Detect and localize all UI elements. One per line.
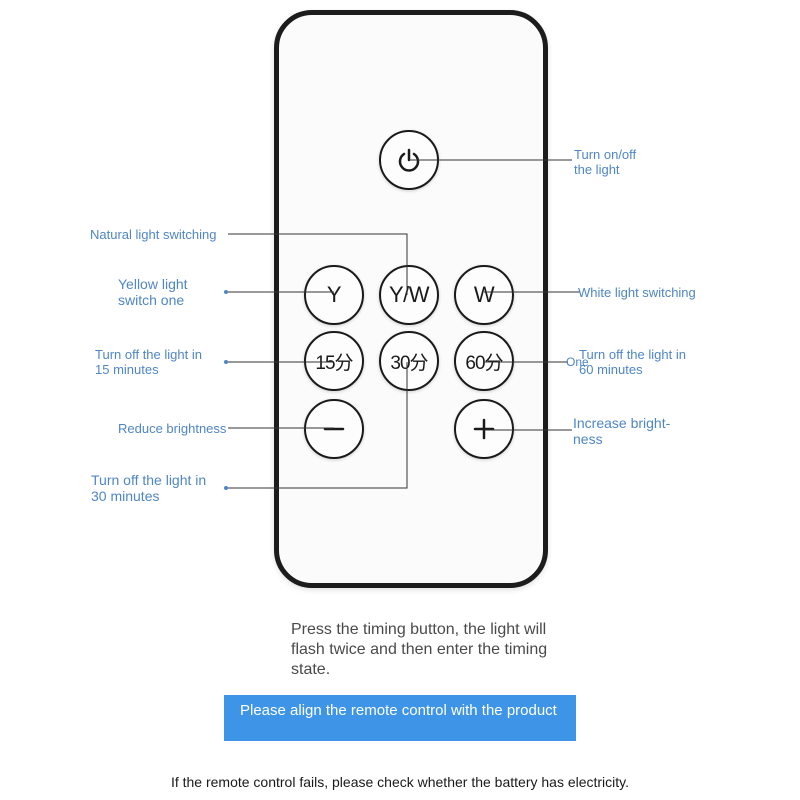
battery-footer: If the remote control fails, please chec…: [170, 774, 630, 790]
plus-icon: [473, 418, 495, 440]
timer-15-button[interactable]: 15分: [304, 331, 364, 391]
annotation-timer60: Turn off the light in 60 minutes: [579, 347, 686, 377]
annotation-reduce: Reduce brightness: [118, 421, 227, 436]
timer-30-label: 30分: [390, 352, 428, 374]
natural-light-button[interactable]: Y/W: [379, 265, 439, 325]
annotation-power: Turn on/off the light: [574, 147, 637, 177]
timer-15-label: 15分: [315, 352, 353, 374]
align-banner: Please align the remote control with the…: [224, 695, 576, 741]
annotation-increase: Increase bright- ness: [573, 415, 671, 447]
annotation-timer15: Turn off the light in 15 minutes: [95, 347, 202, 377]
natural-button-label: Y/W: [388, 282, 430, 307]
yellow-light-button[interactable]: Y: [304, 265, 364, 325]
timer-60-button[interactable]: 60分: [454, 331, 514, 391]
timer-60-label: 60分: [465, 352, 503, 374]
reduce-brightness-button[interactable]: [304, 399, 364, 459]
annotation-natural: Natural light switching: [90, 227, 217, 242]
increase-brightness-button[interactable]: [454, 399, 514, 459]
annotation-yellow: Yellow light switch one: [118, 276, 188, 308]
annotation-timer30: Turn off the light in 30 minutes: [91, 472, 207, 504]
timing-note: Press the timing button, the light will …: [291, 621, 548, 678]
timer-30-button[interactable]: 30分: [379, 331, 439, 391]
yellow-button-label: Y: [326, 282, 342, 307]
timer30-leader-dot: [224, 486, 228, 490]
yellow-leader-dot: [224, 290, 228, 294]
power-button[interactable]: [379, 130, 439, 190]
power-icon: [398, 148, 420, 172]
timer15-leader-dot: [224, 360, 228, 364]
white-light-button[interactable]: W: [454, 265, 514, 325]
annotation-timer60-prefix: One: [566, 355, 589, 369]
white-button-label: W: [473, 282, 495, 307]
annotation-white: White light switching: [578, 285, 696, 300]
minus-icon: [323, 427, 345, 431]
